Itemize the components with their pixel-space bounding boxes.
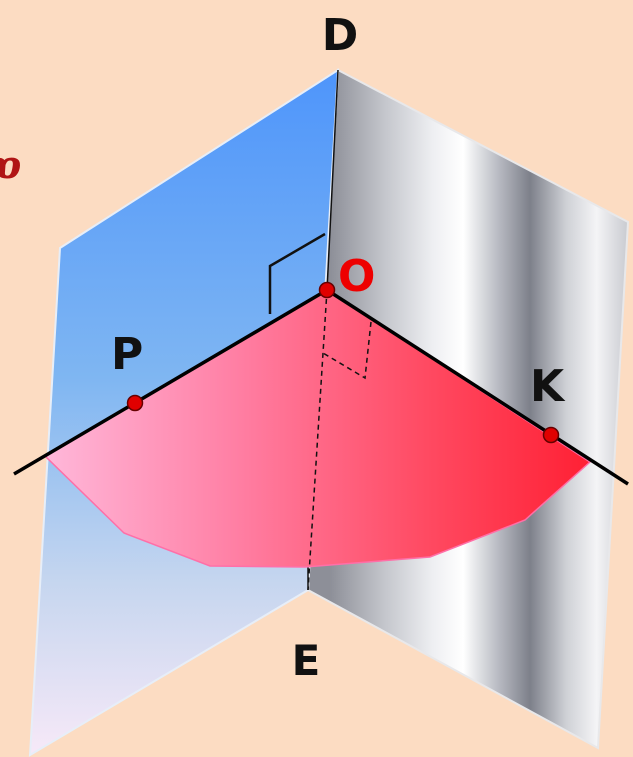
- edge-fragment-text: ɒ: [0, 142, 21, 187]
- label-O: O: [338, 251, 375, 302]
- right-angle-marker-hidden: [322, 321, 372, 380]
- point-O: [318, 281, 336, 299]
- label-E: E: [292, 636, 321, 685]
- label-D: D: [322, 10, 359, 61]
- point-P: [126, 394, 144, 412]
- edge-DE: [326, 69, 339, 291]
- label-K: K: [530, 361, 566, 412]
- line-OK: [326, 288, 629, 486]
- label-P: P: [111, 329, 143, 380]
- line-OP: [13, 288, 328, 476]
- point-K: [542, 426, 560, 444]
- right-angle-marker-blue: [268, 232, 326, 314]
